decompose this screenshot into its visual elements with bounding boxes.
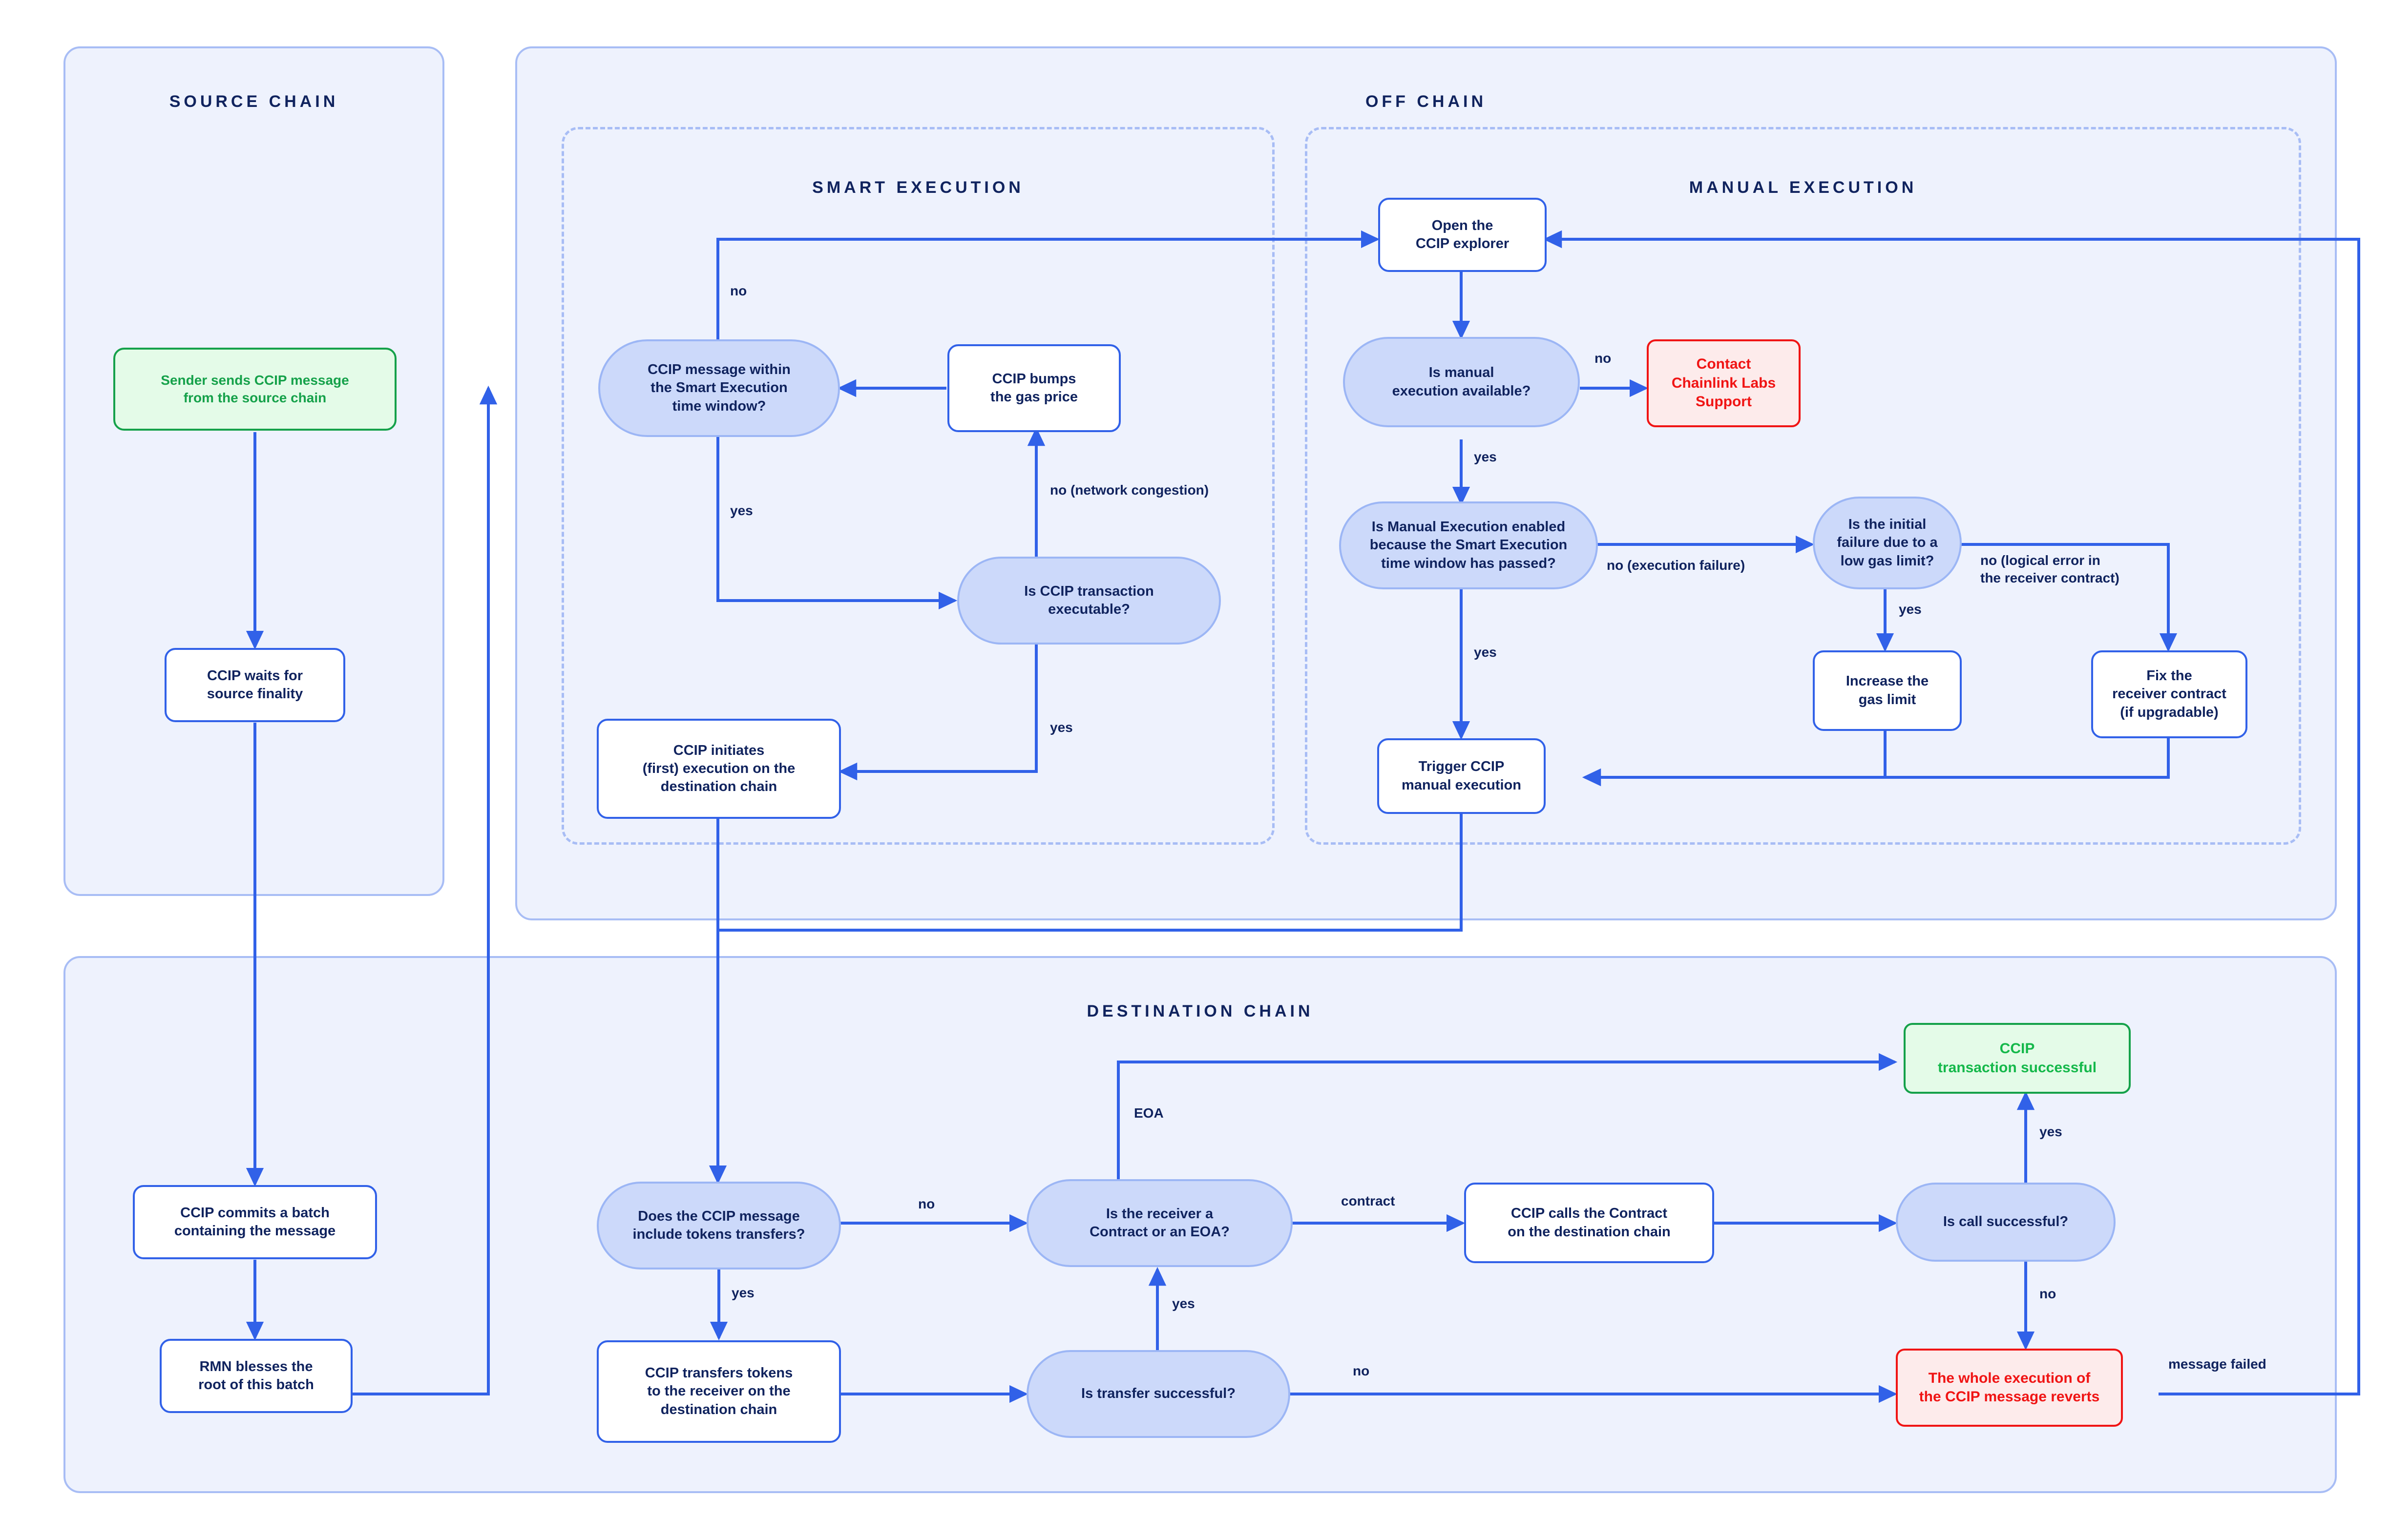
edge-label-transfer-no: no	[1353, 1363, 1370, 1378]
edge-label-manual-enabled-yes: yes	[1474, 645, 1497, 660]
node-transfer-successful-label: Is transfer successful?	[1081, 1386, 1236, 1402]
node-call-successful-label: Is call successful?	[1943, 1214, 2069, 1230]
edge-label-call-yes: yes	[2039, 1124, 2062, 1139]
edge-label-window-no: no	[730, 283, 747, 298]
panel-manual-execution-title: MANUAL EXECUTION	[1689, 178, 1917, 197]
edge-label-message-failed: message failed	[2168, 1356, 2266, 1372]
edge-label-eoa: EOA	[1134, 1105, 1164, 1121]
edge-label-contract: contract	[1341, 1193, 1395, 1208]
node-is-call-successful[interactable]: Is call successful?	[1896, 1183, 2116, 1262]
edge-label-network-congestion: no (network congestion)	[1050, 482, 1209, 498]
panel-source-chain-title: SOURCE CHAIN	[169, 92, 339, 111]
edge-label-tokens-no: no	[918, 1196, 935, 1211]
edge-label-executable-yes: yes	[1050, 720, 1073, 735]
panel-destination-chain-title: DESTINATION CHAIN	[1087, 1002, 1314, 1020]
panel-manual-execution: MANUAL EXECUTION	[1305, 127, 2301, 845]
edge-label-gas-limit-yes: yes	[1899, 602, 1922, 617]
edge-label-tokens-yes: yes	[732, 1285, 755, 1300]
panel-off-chain-title: OFF CHAIN	[1365, 92, 1487, 111]
node-is-transfer-successful[interactable]: Is transfer successful?	[1027, 1350, 1290, 1438]
edge-label-call-no: no	[2039, 1286, 2056, 1301]
edge-label-manual-yes: yes	[1474, 449, 1497, 464]
panel-smart-execution-title: SMART EXECUTION	[812, 178, 1024, 197]
edge-label-window-yes: yes	[730, 503, 753, 518]
edge-label-transfer-yes: yes	[1172, 1296, 1195, 1311]
edge-label-execution-failure: no (execution failure)	[1607, 558, 1745, 573]
panel-smart-execution: SMART EXECUTION	[562, 127, 1275, 845]
edge-label-manual-no: no	[1594, 351, 1612, 366]
